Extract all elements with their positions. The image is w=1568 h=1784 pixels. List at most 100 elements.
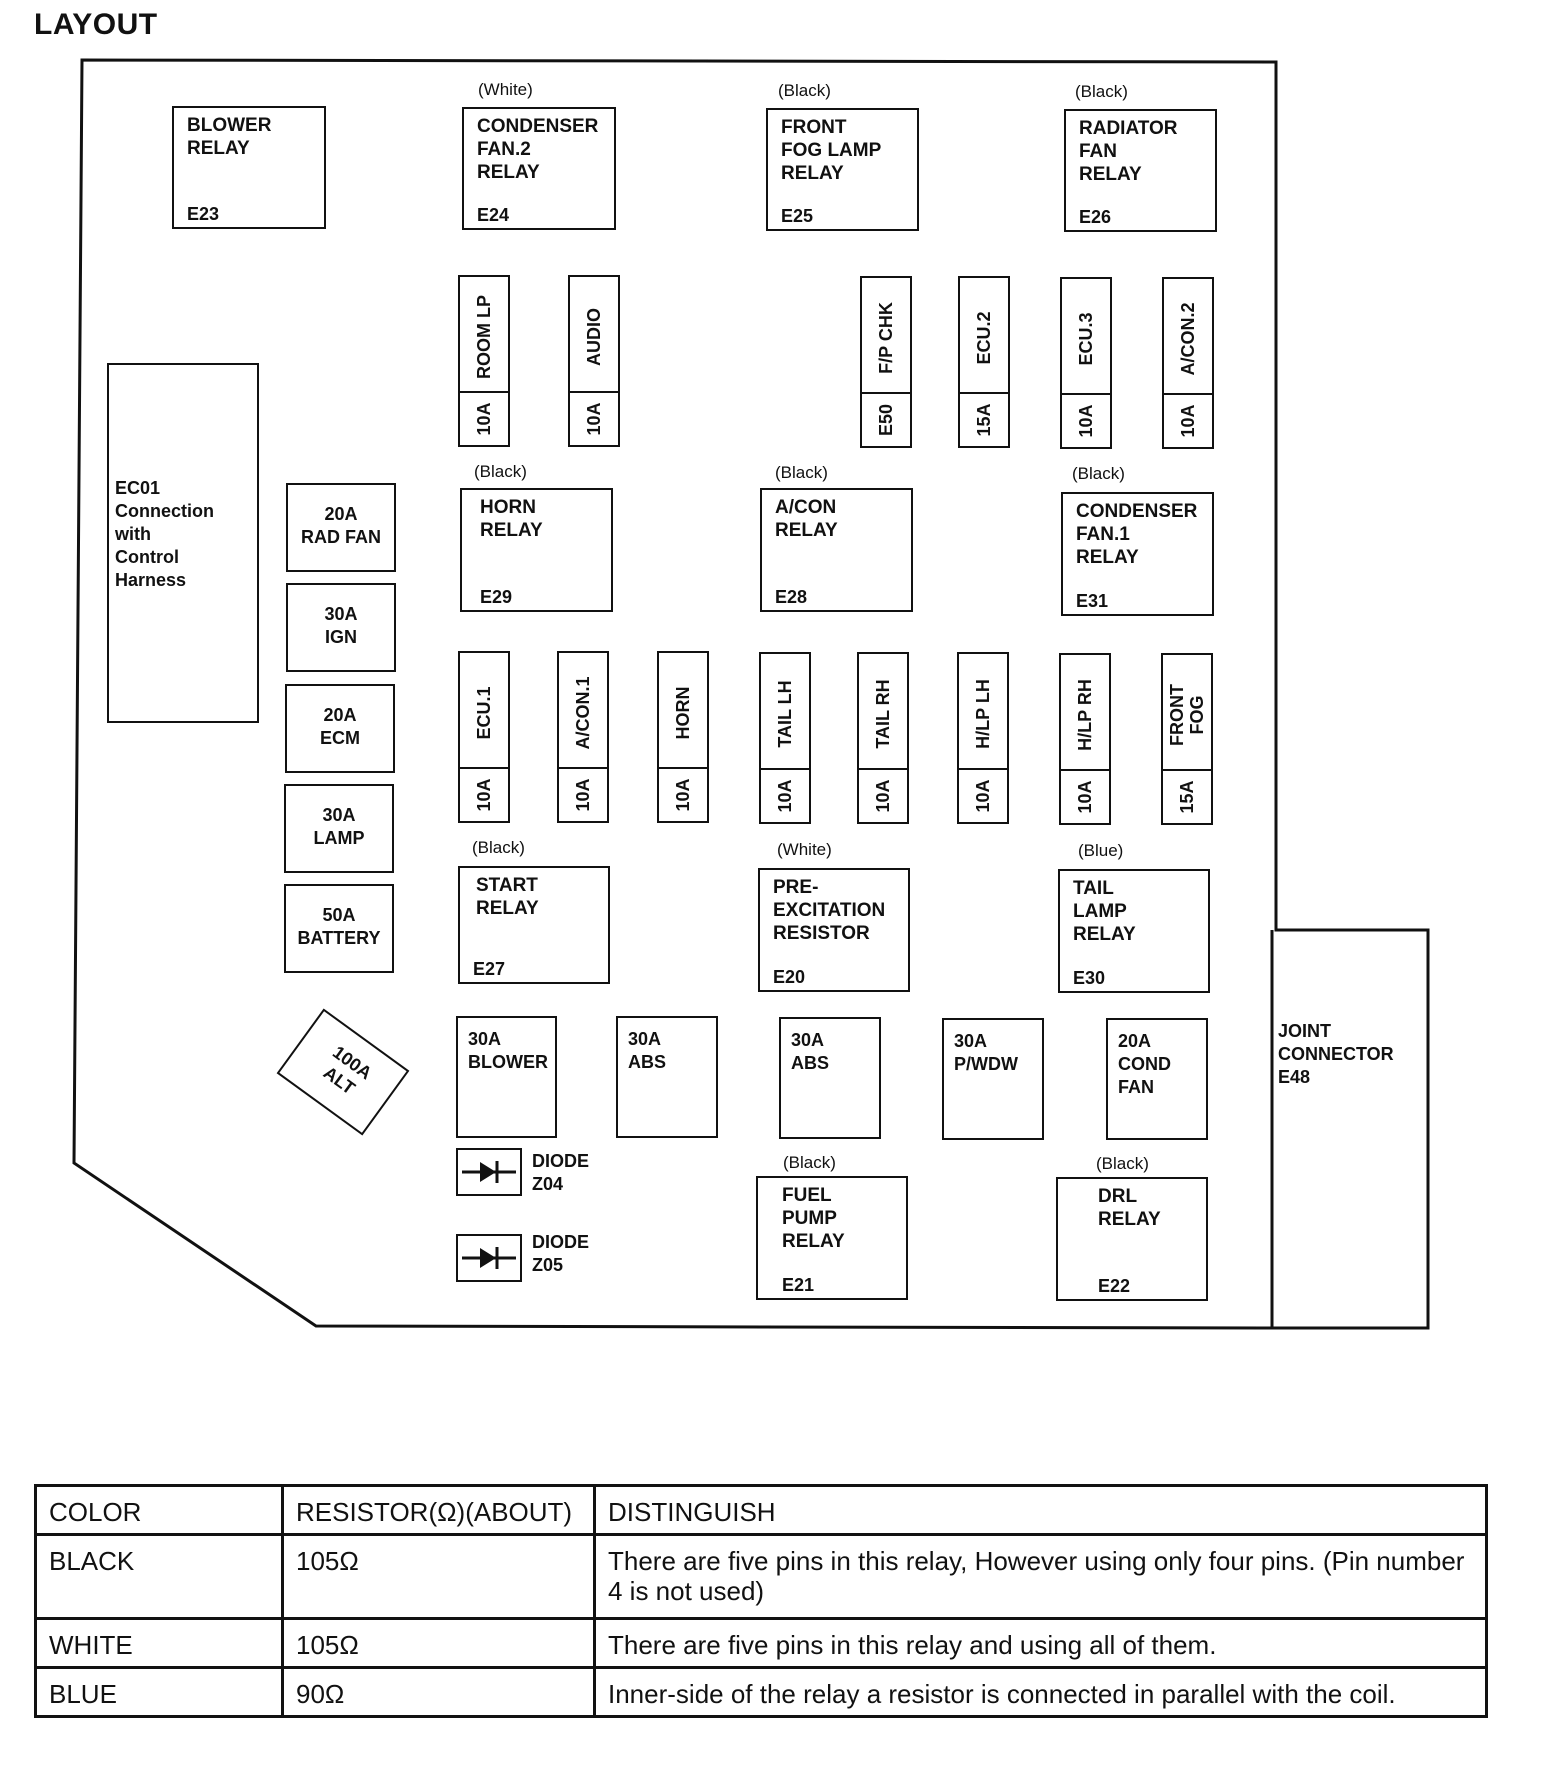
- fuse-rating: 10A: [673, 778, 693, 812]
- relay-code: E21: [782, 1275, 815, 1295]
- fuse-rating: 10A: [1076, 404, 1096, 438]
- fuse-30a-blower[interactable]: 30A BLOWER: [456, 1016, 557, 1138]
- fuse-name: A/CON.2: [1178, 302, 1198, 376]
- relay-code: E22: [1098, 1276, 1131, 1296]
- fuse-a-con-2[interactable]: A/CON.2 10A: [1162, 277, 1214, 449]
- relay-e27[interactable]: START RELAY E27: [458, 866, 610, 984]
- fuse-50a-battery[interactable]: 50A BATTERY: [284, 884, 394, 973]
- cell-resistor: 105Ω: [281, 1533, 596, 1620]
- relay-name: CONDENSER FAN.1 RELAY: [1076, 501, 1198, 568]
- relay-color-e21: (Black): [783, 1153, 836, 1172]
- relay-name: FRONT FOG LAMP RELAY: [781, 117, 882, 184]
- relay-name: START RELAY: [476, 875, 539, 919]
- cell-distinguish: There are five pins in this relay, Howev…: [593, 1533, 1488, 1620]
- diode-z04[interactable]: [456, 1148, 522, 1196]
- diode-symbol-icon: [462, 1161, 516, 1183]
- fuse-f-p-chk[interactable]: F/P CHK E50: [860, 276, 912, 448]
- cell-color: BLACK: [34, 1533, 284, 1620]
- fuse-name: TAIL RH: [873, 679, 893, 749]
- fuse-name: A/CON.1: [573, 676, 593, 750]
- fuse-30a-abs-2[interactable]: 30A ABS: [779, 1017, 881, 1139]
- fuse-ecu-3[interactable]: ECU.3 10A: [1060, 277, 1112, 449]
- fuse-30a-lamp[interactable]: 30A LAMP: [284, 784, 394, 873]
- table-row: BLUE 90Ω Inner-side of the relay a resis…: [34, 1666, 1488, 1718]
- relay-code: E25: [781, 206, 814, 226]
- relay-code: E20: [773, 967, 806, 987]
- fuse-rating: 10A: [584, 402, 604, 436]
- relay-name: BLOWER RELAY: [187, 115, 272, 159]
- relay-color-e20: (White): [777, 840, 832, 859]
- fuse-rating: 10A: [775, 779, 795, 813]
- fuse-horn[interactable]: HORN 10A: [657, 651, 709, 823]
- fuse-rating: 15A: [974, 403, 994, 437]
- fuse-name: F/P CHK: [876, 302, 896, 374]
- relay-color-e30: (Blue): [1078, 841, 1124, 860]
- relay-color-e31: (Black): [1072, 464, 1125, 483]
- fuse-name: ROOM LP: [474, 295, 494, 379]
- relay-code: E29: [480, 587, 513, 607]
- table-header-row: COLOR RESISTOR(Ω)(ABOUT) DISTINGUISH: [34, 1484, 1488, 1536]
- relay-e22[interactable]: DRL RELAY E22: [1056, 1177, 1208, 1301]
- relay-code: E26: [1079, 207, 1112, 227]
- fuse-30a-p-wdw[interactable]: 30A P/WDW: [942, 1018, 1044, 1140]
- fuse-30a-ign[interactable]: 30A IGN: [286, 583, 396, 672]
- relay-e23[interactable]: BLOWER RELAY E23: [172, 106, 326, 229]
- relay-color-e25: (Black): [778, 81, 831, 100]
- fuse-label: 100A ALT: [319, 1041, 376, 1099]
- cell-distinguish: Inner-side of the relay a resistor is co…: [593, 1666, 1488, 1718]
- fuse-ecu-2[interactable]: ECU.2 15A: [958, 276, 1010, 448]
- fuse-audio[interactable]: AUDIO 10A: [568, 275, 620, 447]
- fuse-front-fog[interactable]: FRONT FOG 15A: [1161, 653, 1213, 825]
- relay-code: E27: [473, 959, 506, 979]
- relay-e20[interactable]: PRE- EXCITATION RESISTOR E20: [758, 868, 910, 992]
- relay-e31[interactable]: CONDENSER FAN.1 RELAY E31: [1061, 492, 1214, 616]
- relay-e29[interactable]: HORN RELAY E29: [460, 488, 613, 612]
- fuse-20a-rad-fan[interactable]: 20A RAD FAN: [286, 483, 396, 572]
- header-distinguish: DISTINGUISH: [593, 1484, 1488, 1536]
- diode-z05-label: DIODE Z05: [532, 1232, 590, 1275]
- fuse-ecu-1[interactable]: ECU.1 10A: [458, 651, 510, 823]
- table-row: BLACK 105Ω There are five pins in this r…: [34, 1533, 1488, 1620]
- relay-name: DRL RELAY: [1098, 1186, 1161, 1230]
- fuse-20a-cond-fan[interactable]: 20A COND FAN: [1106, 1018, 1208, 1140]
- fuse-a-con-1[interactable]: A/CON.1 10A: [557, 651, 609, 823]
- fuse-name: HORN: [673, 686, 693, 740]
- fuse-tail-lh[interactable]: TAIL LH 10A: [759, 652, 811, 824]
- relay-color-e28: (Black): [775, 463, 828, 482]
- relay-e25[interactable]: FRONT FOG LAMP RELAY E25: [766, 108, 919, 231]
- fuse-rating: E50: [876, 403, 896, 437]
- page-title: LAYOUT: [34, 8, 158, 41]
- fuse-tail-rh[interactable]: TAIL RH 10A: [857, 652, 909, 824]
- fuse-rating: 15A: [1177, 780, 1197, 814]
- relay-color-e24: (White): [478, 80, 533, 99]
- header-color: COLOR: [34, 1484, 284, 1536]
- joint-connector-e48[interactable]: JOINT CONNECTOR E48: [1278, 1021, 1394, 1087]
- cell-color: WHITE: [34, 1617, 284, 1669]
- relay-color-e22: (Black): [1096, 1154, 1149, 1173]
- fuse-room-lp[interactable]: ROOM LP 10A: [458, 275, 510, 447]
- relay-e26[interactable]: RADIATOR FAN RELAY E26: [1064, 109, 1217, 232]
- fuse-name: ECU.3: [1076, 312, 1096, 366]
- fuse-h-lp-lh[interactable]: H/LP LH 10A: [957, 652, 1009, 824]
- diode-z05[interactable]: [456, 1234, 522, 1282]
- diode-z04-label: DIODE Z04: [532, 1151, 590, 1194]
- relay-name: RADIATOR FAN RELAY: [1079, 118, 1178, 185]
- relay-name: PRE- EXCITATION RESISTOR: [773, 877, 886, 944]
- fuse-20a-ecm[interactable]: 20A ECM: [285, 684, 395, 773]
- relay-e30[interactable]: TAIL LAMP RELAY E30: [1058, 869, 1210, 993]
- relay-name: FUEL PUMP RELAY: [782, 1185, 845, 1252]
- relay-e24[interactable]: CONDENSER FAN.2 RELAY E24: [462, 107, 616, 230]
- fuse-h-lp-rh[interactable]: H/LP RH 10A: [1059, 653, 1111, 825]
- relay-e21[interactable]: FUEL PUMP RELAY E21: [756, 1176, 908, 1300]
- fuse-rating: 10A: [1075, 780, 1095, 814]
- relay-code: E23: [187, 204, 220, 224]
- fuse-rating: 10A: [873, 779, 893, 813]
- fuse-30a-abs-1[interactable]: 30A ABS: [616, 1016, 718, 1138]
- cell-resistor: 90Ω: [281, 1666, 596, 1718]
- relay-name: TAIL LAMP RELAY: [1073, 878, 1136, 945]
- table-row: WHITE 105Ω There are five pins in this r…: [34, 1617, 1488, 1669]
- relay-e28[interactable]: A/CON RELAY E28: [760, 488, 913, 612]
- fuse-name: ECU.1: [474, 686, 494, 740]
- cell-distinguish: There are five pins in this relay and us…: [593, 1617, 1488, 1669]
- ec01-connector[interactable]: EC01 Connection with Control Harness: [107, 363, 259, 723]
